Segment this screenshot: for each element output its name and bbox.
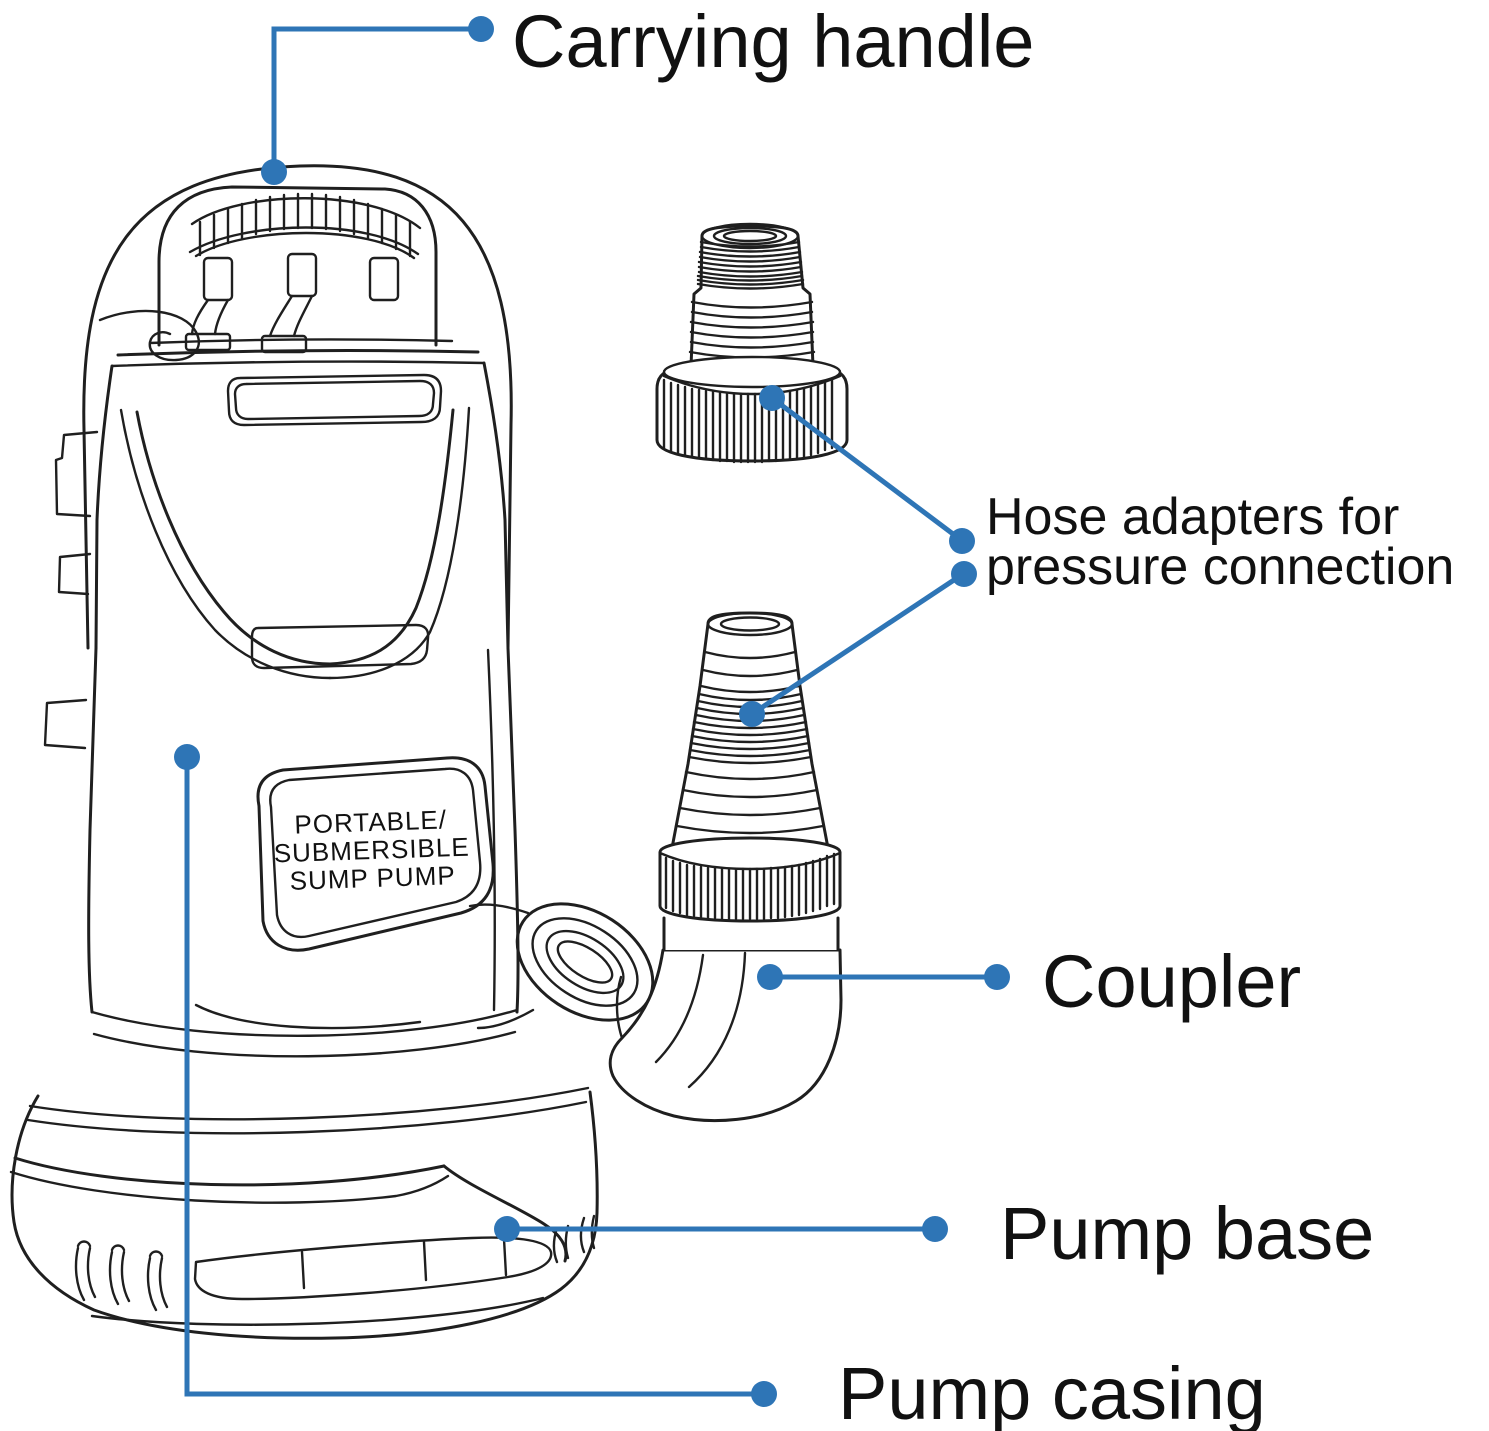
leader-dot [922,1216,948,1242]
pump-drawing: PORTABLE/ SUBMERSIBLE SUMP PUMP [9,164,655,1340]
label-coupler: Coupler [1042,940,1302,1023]
leader-dot [261,159,287,185]
motor-deck-drawing [98,309,486,368]
coupling-nut-drawing [658,836,842,923]
label-pump-base: Pump base [1000,1192,1375,1275]
carrying-handle-drawing [82,164,513,650]
leader-dot [759,385,785,411]
leader-dot [757,964,783,990]
leader-dot [949,528,975,554]
leader-dot [494,1216,520,1242]
pump-casing-drawing [43,361,520,1058]
barbed-hose-adapter-drawing [658,611,842,923]
leader-carrying-handle [261,16,494,185]
leader-pump-casing [174,744,777,1407]
label-hose-adapters-line2: pressure connection [986,538,1455,596]
leader-lines [174,16,1010,1407]
leader-hose-adapter-top [759,385,975,554]
coupler-elbow-drawing [608,916,843,1123]
leader-dot [984,964,1010,990]
label-pump-casing: Pump casing [838,1352,1266,1431]
leader-dot [468,16,494,42]
name-plate-drawing: PORTABLE/ SUBMERSIBLE SUMP PUMP [256,756,495,952]
leader-pump-base [494,1216,948,1242]
leader-dot [174,744,200,770]
plate-line-2: SUBMERSIBLE [273,832,470,869]
pump-base-drawing [9,1086,599,1340]
leader-dot [951,561,977,587]
label-hose-adapters-line1: Hose adapters for [986,488,1400,546]
threaded-hose-adapter-drawing [655,222,849,464]
plate-line-1: PORTABLE/ [294,804,448,839]
leader-hose-adapter-bottom [739,561,977,727]
handle-rib-grip-drawing [184,192,422,354]
plate-line-3: SUMP PUMP [289,860,456,896]
label-carrying-handle: Carrying handle [512,0,1035,83]
name-plate-text: PORTABLE/ SUBMERSIBLE SUMP PUMP [273,804,470,896]
leader-coupler [757,964,1010,990]
label-hose-adapters: Hose adapters for pressure connection [986,488,1455,596]
leader-dot [751,1381,777,1407]
leader-dot [739,701,765,727]
